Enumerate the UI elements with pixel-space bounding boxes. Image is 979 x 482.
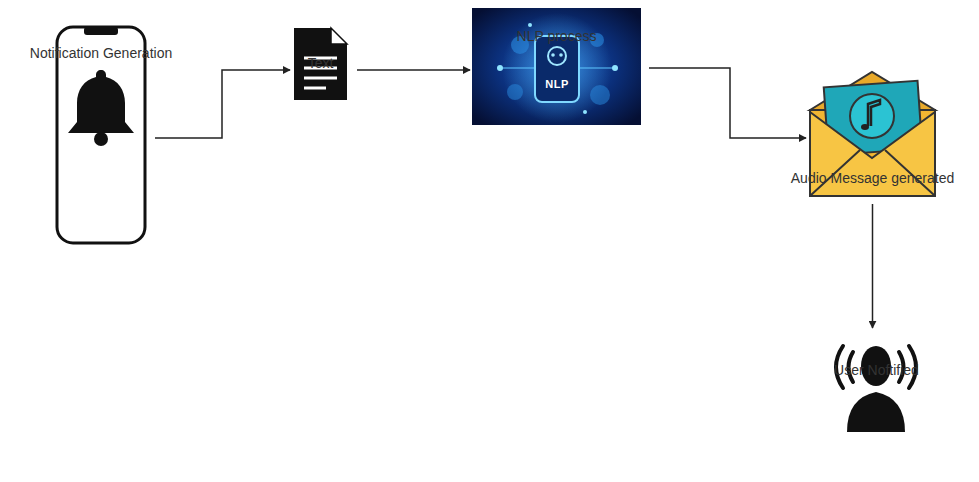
arrow-connector (155, 70, 290, 138)
node-label: Notification Generation (30, 45, 172, 61)
arrow-connector (649, 68, 806, 138)
nlp-caption: NLP (545, 78, 569, 90)
text-node: Text (292, 27, 349, 102)
nlp-image (472, 8, 641, 125)
node-label: NLP process (517, 28, 597, 44)
nlp-node: NLP process (472, 8, 641, 125)
arrow-connector (357, 69, 470, 71)
user-node: User Noftified (833, 338, 920, 433)
node-label: Text (308, 55, 334, 71)
node-label: Audio Message generated (791, 170, 954, 186)
phone-node: Notification Generation (55, 25, 147, 245)
audio-node: Audio Message generated (808, 68, 937, 198)
arrow-connector (872, 204, 874, 328)
document-icon (294, 28, 347, 100)
person-icon (836, 346, 916, 432)
node-label: User Noftified (834, 362, 919, 378)
